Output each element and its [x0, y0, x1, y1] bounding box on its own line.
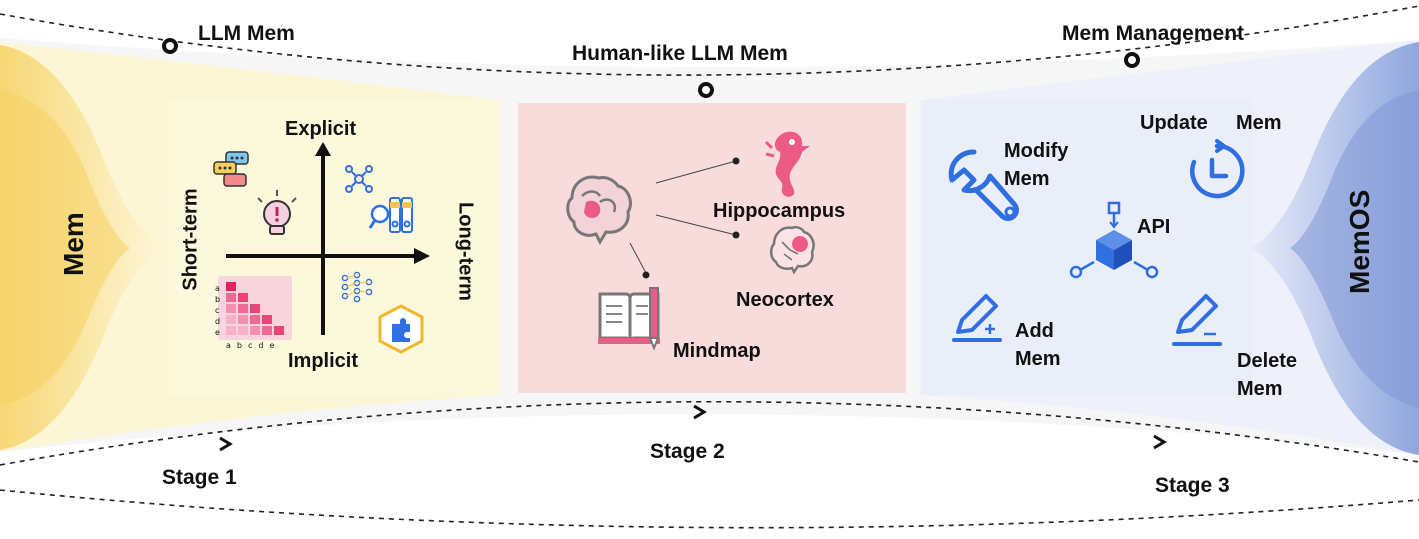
- matrix-cell: [226, 315, 236, 324]
- label-modify: Modify: [1004, 140, 1069, 162]
- stage-1-label: Stage 1: [162, 466, 237, 489]
- matrix-col-label: e: [269, 341, 275, 350]
- neocortex-icon: [770, 225, 815, 275]
- label-llm-mem: LLM Mem: [198, 22, 295, 45]
- matrix-col-labels: a b c d e: [226, 341, 274, 350]
- matrix-row-labels: a b c d e: [215, 283, 220, 338]
- seahorse-icon: [764, 131, 810, 197]
- axis-label-implicit: Implicit: [288, 350, 359, 372]
- notebook-pen-icon: [598, 287, 660, 351]
- label-delete: Delete: [1237, 350, 1298, 372]
- milestone-dot-1: [162, 38, 178, 54]
- axis-label-explicit: Explicit: [285, 118, 357, 140]
- label-hippocampus: Hippocampus: [713, 200, 846, 222]
- matrix-cell: [250, 315, 260, 324]
- label-update: Update: [1140, 112, 1208, 134]
- matrix-cell: [262, 326, 272, 335]
- api-cube-icon: [1069, 201, 1159, 279]
- matrix-cell: [274, 326, 284, 335]
- matrix-cell: [226, 326, 236, 335]
- label-delete-mem: Mem: [1237, 378, 1283, 400]
- clock-refresh-icon: [1190, 139, 1245, 199]
- label-api: API: [1137, 216, 1171, 238]
- label-update-mem: Mem: [1236, 112, 1282, 134]
- label-mem-management: Mem Management: [1062, 22, 1245, 45]
- label-human-like-llm-mem: Human-like LLM Mem: [572, 42, 788, 65]
- brain-connections: [629, 157, 740, 279]
- network-icon: [345, 165, 373, 193]
- matrix-cell: [226, 282, 236, 291]
- matrix-cell: [238, 315, 248, 324]
- matrix-row-label: a: [215, 284, 220, 293]
- matrix-col-label: c: [247, 341, 253, 350]
- label-modify-mem: Mem: [1004, 168, 1050, 190]
- matrix-row-label: b: [215, 295, 221, 304]
- matrix-row-label: d: [215, 317, 221, 326]
- matrix-col-label: b: [236, 341, 242, 350]
- milestone-dot-3: [1124, 52, 1140, 68]
- panel-stage2: [518, 103, 906, 393]
- label-add: Add: [1015, 320, 1054, 342]
- right-side-label: MemOS: [1344, 189, 1375, 294]
- axis-label-short-term: Short-term: [179, 188, 202, 291]
- matrix-cell: [238, 326, 248, 335]
- left-side-label: Mem: [58, 212, 89, 276]
- matrix-cell: [238, 293, 248, 302]
- matrix-cell: [226, 293, 236, 302]
- matrix-cell: [250, 326, 260, 335]
- search-binders-icon: [368, 197, 413, 233]
- arrow-icon: [693, 404, 707, 420]
- label-mindmap: Mindmap: [673, 340, 761, 362]
- matrix-col-label: a: [226, 341, 231, 350]
- lightbulb-icon: [257, 190, 297, 235]
- puzzle-hexagon-icon: [378, 304, 424, 354]
- label-add-mem: Mem: [1015, 348, 1061, 370]
- matrix-cell: [262, 315, 272, 324]
- wrench-icon: [948, 149, 1019, 221]
- matrix-col-label: d: [258, 341, 264, 350]
- quadrant-axes: [226, 142, 430, 335]
- pen-minus-icon: [1172, 294, 1222, 346]
- arrow-icon: [1153, 434, 1167, 450]
- matrix-cell: [250, 304, 260, 313]
- milestone-dot-2: [698, 82, 714, 98]
- axis-label-long-term: Long-term: [454, 202, 477, 301]
- matrix-cell: [238, 304, 248, 313]
- attention-matrix-icon: [218, 276, 292, 340]
- matrix-cell: [226, 304, 236, 313]
- pen-add-icon: [952, 294, 1002, 342]
- neural-network-icon: [341, 271, 373, 303]
- matrix-row-label: e: [215, 328, 220, 337]
- chat-bubbles-icon: [213, 151, 249, 187]
- panel-stage1: [168, 100, 498, 395]
- stage-2-label: Stage 2: [650, 440, 725, 463]
- stage-3-label: Stage 3: [1155, 474, 1230, 497]
- matrix-row-label: c: [215, 306, 220, 315]
- arrow-icon: [219, 436, 233, 452]
- brain-icon: [566, 175, 632, 246]
- label-neocortex: Neocortex: [736, 289, 834, 311]
